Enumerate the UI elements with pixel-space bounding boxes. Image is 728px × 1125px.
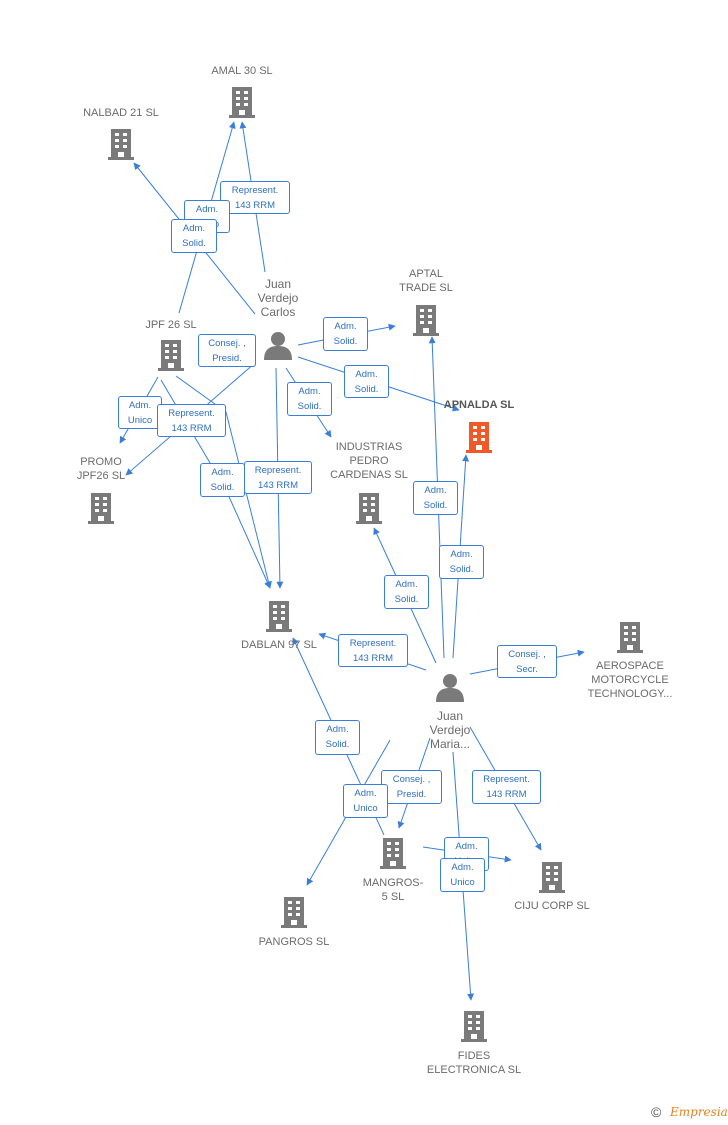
- building-icon[interactable]: [158, 340, 184, 371]
- node-label-nalbad21[interactable]: NALBAD 21 SL: [83, 107, 159, 119]
- building-icon[interactable]: [229, 87, 255, 118]
- copyright-icon: ©: [651, 1104, 662, 1120]
- edge-label: Represent. 143 RRM: [157, 404, 226, 437]
- building-icon[interactable]: [380, 838, 406, 869]
- edge-label: Adm. Solid.: [287, 382, 332, 416]
- node-label-mangros5[interactable]: MANGROS- 5 SL: [362, 877, 424, 903]
- edge-label: Represent. 143 RRM: [244, 461, 312, 494]
- edge-label: Adm. Solid.: [344, 365, 389, 398]
- building-icon[interactable]: [266, 601, 292, 632]
- edge-label: Adm. Solid.: [323, 317, 368, 351]
- node-label-fides[interactable]: FIDES ELECTRONICA SL: [426, 1050, 522, 1076]
- node-label-promo-jpf26[interactable]: PROMO JPF26 SL: [76, 456, 126, 482]
- node-label-dablan97[interactable]: DABLAN 97 SL: [241, 639, 317, 651]
- node-label-juan-maria[interactable]: Juan Verdejo Maria...: [429, 709, 471, 751]
- edges-layer: [119, 121, 585, 1001]
- edge-label: Adm. Unico: [440, 858, 485, 892]
- brand-logo[interactable]: Empresia: [670, 1105, 728, 1119]
- node-label-juan-carlos[interactable]: Juan Verdejo Carlos: [257, 277, 299, 319]
- node-label-pangros[interactable]: PANGROS SL: [258, 936, 330, 948]
- building-icon[interactable]: [108, 129, 134, 160]
- node-label-jpf26[interactable]: JPF 26 SL: [145, 319, 197, 331]
- building-icon[interactable]: [466, 422, 492, 453]
- building-icon[interactable]: [88, 493, 114, 524]
- building-icon[interactable]: [356, 493, 382, 524]
- edge-label: Consej. , Presid.: [381, 770, 442, 804]
- node-label-amal30[interactable]: AMAL 30 SL: [211, 65, 273, 77]
- node-label-aptal[interactable]: APTAL TRADE SL: [399, 268, 453, 294]
- node-label-apnalda[interactable]: APNALDA SL: [443, 399, 515, 411]
- person-icon[interactable]: [264, 332, 292, 360]
- building-icon[interactable]: [461, 1011, 487, 1042]
- person-icon[interactable]: [436, 674, 464, 702]
- edge-label: Consej. , Presid.: [198, 334, 256, 367]
- node-label-industrias[interactable]: INDUSTRIAS PEDRO CARDENAS SL: [330, 441, 408, 481]
- building-icon[interactable]: [539, 862, 565, 893]
- edge-label: Adm. Solid.: [200, 463, 245, 497]
- edge-label: Adm. Solid.: [384, 575, 429, 609]
- edge-label: Adm. Solid.: [171, 219, 217, 253]
- edge-label: Adm. Solid.: [439, 545, 484, 579]
- edge-label: Represent. 143 RRM: [220, 181, 290, 214]
- edge-label: Represent. 143 RRM: [338, 634, 408, 667]
- building-icon[interactable]: [617, 622, 643, 653]
- edge-label: Represent. 143 RRM: [472, 770, 541, 804]
- edge-label: Consej. , Secr.: [497, 645, 557, 678]
- edge-label: Adm. Unico: [343, 784, 388, 818]
- node-label-ciju[interactable]: CIJU CORP SL: [514, 900, 590, 912]
- edge-label: Adm. Solid.: [413, 481, 458, 515]
- building-icon[interactable]: [281, 897, 307, 928]
- node-label-aerospace[interactable]: AEROSPACE MOTORCYCLE TECHNOLOGY...: [587, 660, 673, 700]
- edge-label: Adm. Unico: [118, 396, 162, 429]
- edge-label: Adm. Solid.: [315, 720, 360, 755]
- building-icon[interactable]: [413, 305, 439, 336]
- edge-jpf26-to-dablan97: [175, 375, 272, 589]
